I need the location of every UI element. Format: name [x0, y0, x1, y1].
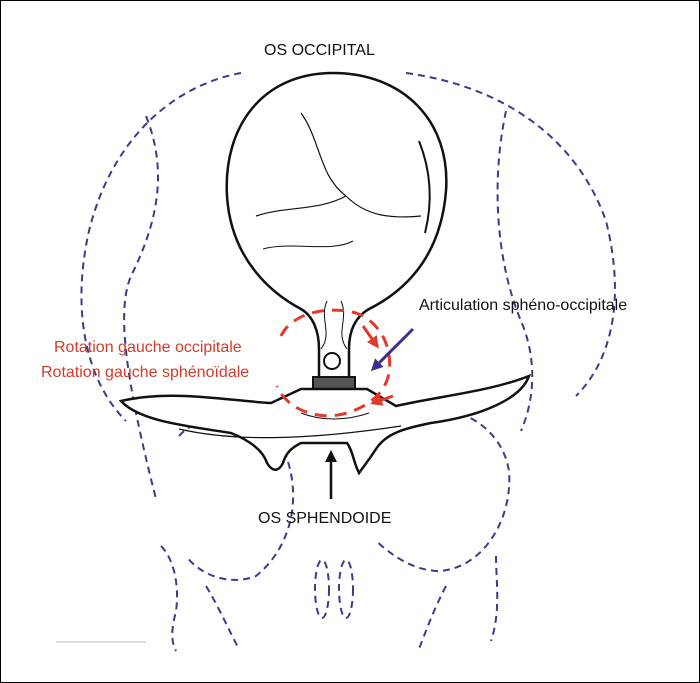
occipital-base [312, 376, 356, 390]
label-rotation-occipitale: Rotation gauche occipitale [54, 339, 242, 356]
nasal-left [314, 559, 330, 619]
label-articulation: Articulation sphéno-occipitale [419, 297, 628, 314]
occipital-foramen [323, 352, 341, 370]
label-os-occipital: OS OCCIPITAL [264, 42, 375, 59]
jaw-right [490, 555, 499, 642]
outer-skull-right [405, 72, 616, 397]
nasal-right [338, 559, 354, 619]
jaw-left [160, 545, 179, 652]
inner-curve-left [123, 115, 159, 500]
mandible-left [205, 585, 240, 650]
label-os-sphenoide: OS SPHENDOIDE [258, 510, 392, 527]
occipital-bone [225, 71, 448, 381]
sphenoid-bone [118, 373, 532, 476]
occipital-bone-drawing [225, 71, 448, 390]
articulation-arrow [370, 327, 415, 372]
label-rotation-sphenoidale: Rotation gauche sphénoïdale [41, 364, 250, 381]
mandible-right [418, 585, 447, 650]
rotation-indicator [275, 308, 394, 418]
outer-skull-left [80, 72, 242, 422]
rotation-arrow-lower [370, 394, 394, 406]
sphenoid-bone-drawing [118, 373, 532, 476]
rotation-arrow-upper [361, 325, 379, 349]
